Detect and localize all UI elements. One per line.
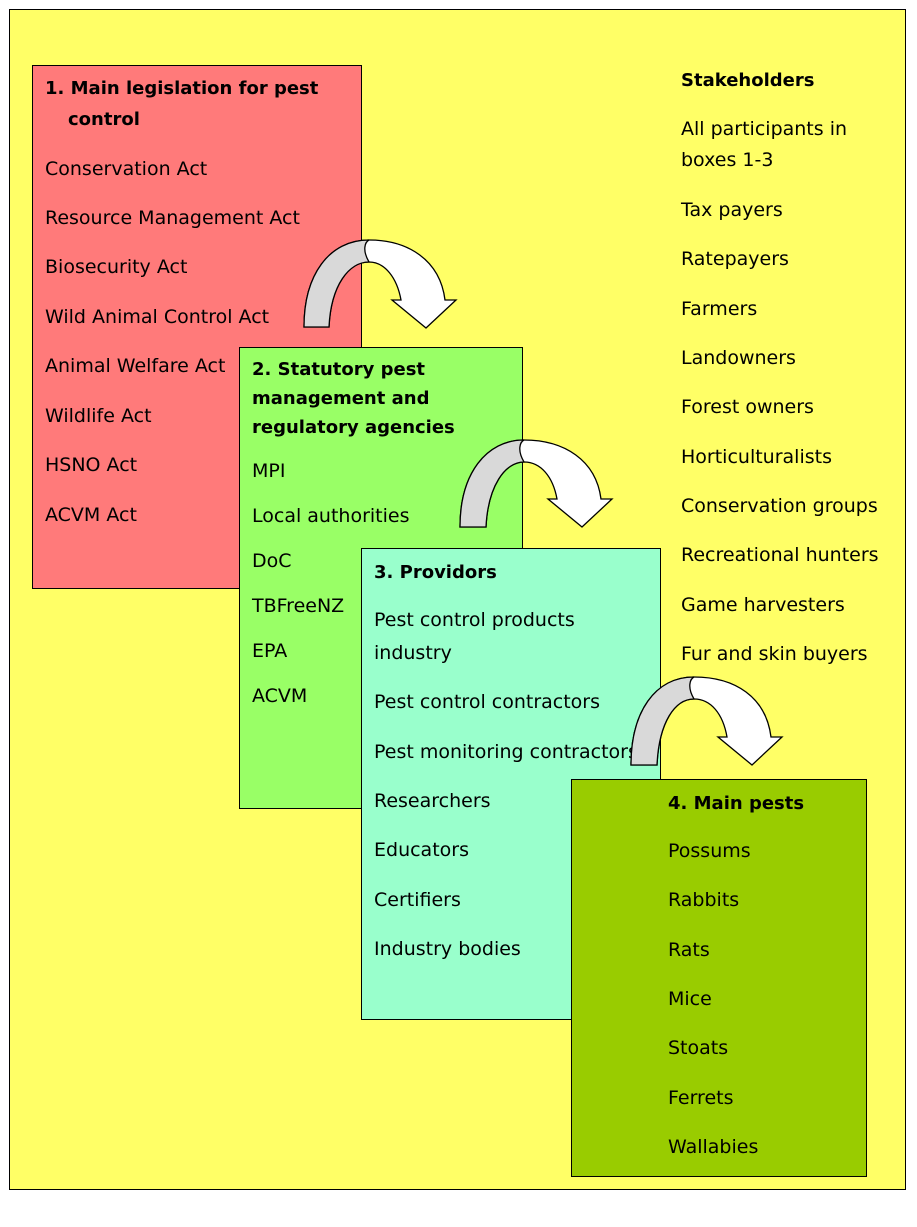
provider-item: Pest control contractors [374,691,601,713]
agency-item: Local authorities [252,505,410,527]
provider-item: Industry bodies [374,938,521,960]
stakeholder-item: Ratepayers [681,248,789,270]
stakeholder-item: Game harvesters [681,594,845,616]
stakeholder-item: Farmers [681,298,758,320]
stakeholder-item: boxes 1-3 [681,149,774,171]
stakeholder-item: Recreational hunters [681,544,879,566]
provider-item: industry [374,642,452,664]
curved-arrow-icon [303,239,458,329]
box1-title-line1: 1. Main legislation for pest [45,78,319,99]
pest-item: Possums [668,840,751,862]
legislation-item: Conservation Act [45,158,208,180]
provider-item: Certifiers [374,889,461,911]
pest-item: Rabbits [668,889,740,911]
pest-item: Mice [668,988,712,1010]
box2-title-line2: management and [252,388,430,409]
agency-item: DoC [252,550,292,572]
stakeholder-item: Landowners [681,347,796,369]
stakeholder-item: Horticulturalists [681,446,832,468]
stakeholder-item: Tax payers [681,199,783,221]
stakeholder-item: Conservation groups [681,495,878,517]
legislation-item: Animal Welfare Act [45,355,226,377]
stakeholder-item: Forest owners [681,396,814,418]
pest-item: Stoats [668,1037,729,1059]
box4-title: 4. Main pests [668,793,805,814]
legislation-item: HSNO Act [45,454,138,476]
provider-item: Researchers [374,790,491,812]
provider-item: Educators [374,839,469,861]
agency-item: TBFreeNZ [252,595,345,617]
box-main-legislation: 1. Main legislation for pest control Con… [32,65,362,589]
legislation-item: Wild Animal Control Act [45,306,270,328]
pest-item: Rats [668,939,710,961]
provider-item: Pest control products [374,609,575,631]
agency-item: MPI [252,460,286,482]
legislation-item: Resource Management Act [45,207,300,229]
stakeholder-item: All participants in [681,118,848,140]
agency-item: ACVM [252,685,308,707]
legislation-item: Biosecurity Act [45,256,188,278]
box2-title-line3: regulatory agencies [252,417,455,438]
box2-title-line1: 2. Statutory pest [252,359,426,380]
pest-item: Ferrets [668,1087,734,1109]
box1-title-line2: control [68,109,140,130]
stakeholder-item: Fur and skin buyers [681,643,868,665]
pest-item: Wallabies [668,1136,759,1158]
curved-arrow-icon [459,439,614,528]
box3-title: 3. Providors [374,562,497,583]
stakeholders-title: Stakeholders [681,70,815,91]
box-main-pests: 4. Main pests Possums Rabbits Rats Mice … [571,779,867,1177]
provider-item: Pest monitoring contractors [374,741,638,763]
legislation-item: Wildlife Act [45,405,152,427]
agency-item: EPA [252,640,288,662]
legislation-item: ACVM Act [45,504,137,526]
curved-arrow-icon [630,676,784,766]
